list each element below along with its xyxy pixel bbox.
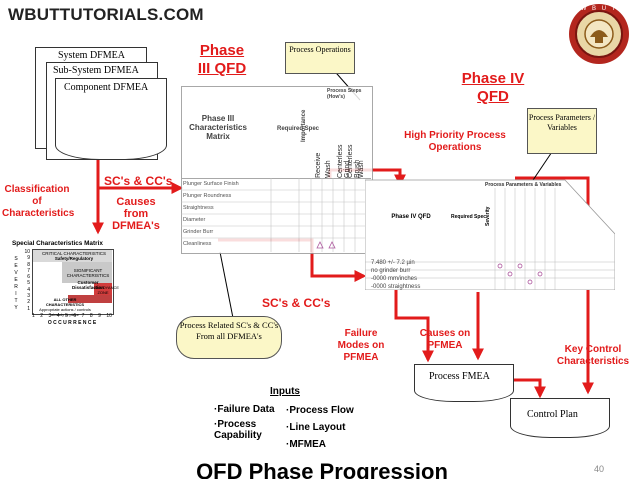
phase3-row-5: Cleanliness [183, 241, 212, 247]
severity-numbers: 10 9 8 7 6 5 4 3 2 1 [24, 249, 30, 312]
phase4-row-1: no grinder burr [371, 268, 411, 274]
process-fmea-doc: Process FMEA [414, 364, 514, 402]
process-fmea-label: Process FMEA [429, 371, 490, 382]
input-process-capability: ·Process Capability [214, 419, 262, 441]
label-high-priority: High Priority Process Operations [404, 130, 506, 153]
label-sc-cc-1: SC's & CC's [104, 174, 173, 188]
slide-title: QFD Phase Progression [196, 459, 448, 479]
phase3-col-0: Receive [315, 152, 322, 178]
significant-label: SIGNIFICANT CHARACTERISTICS Customer Dis… [66, 268, 110, 290]
phase3-row-3: Diameter [183, 217, 206, 223]
phase4-row-0: 7.480 +/- 7.2 µin [371, 260, 415, 266]
phase3-process-steps: Process Steps (How's) [327, 88, 362, 100]
inputs-title: Inputs [270, 386, 300, 397]
annoyance-label: ANNOYANCE ZONE [94, 285, 120, 295]
component-dfmea-label: Component DFMEA [64, 82, 149, 93]
process-related-callout: Process Related SC's & CC's From all DFM… [176, 316, 282, 359]
control-plan-label: Control Plan [527, 409, 578, 420]
logo-seal-icon [569, 4, 629, 64]
site-title: WBUTTUTORIALS.COM [8, 5, 204, 24]
process-parameters-callout: Process Parameters / Variables [527, 108, 597, 154]
input-failure-data: ·Failure Data [214, 404, 275, 415]
zone-significant [62, 262, 112, 283]
phase3-row-2: Straightness [183, 205, 214, 211]
critical-label: CRITICAL CHARACTERISTICS Safety/Regulato… [41, 251, 107, 261]
phase4-matrix-title: Phase IV QFD [391, 214, 431, 220]
special-characteristics-matrix: Special Characteristics Matrix S E V E R… [12, 240, 124, 328]
input-process-flow: ·Process Flow [286, 405, 354, 416]
zone-annoyance [94, 283, 112, 295]
phase3-matrix-title: Phase III Characteristics Matrix [189, 114, 247, 141]
all-other-label: ALL OTHER CHARACTERISTICS Appropriate ac… [39, 297, 91, 317]
logo: W B U T [568, 3, 630, 65]
phase3-matrix: Phase III Characteristics Matrix Require… [181, 86, 373, 254]
severity-axis: S E V E R I T Y [14, 256, 18, 311]
special-matrix-title: Special Characteristics Matrix [12, 240, 103, 247]
phase3-row-0: Plunger Surface Finish [183, 181, 239, 187]
input-line-layout: ·Line Layout [286, 422, 346, 433]
label-causes-from: Causes from DFMEA's [112, 196, 160, 232]
label-failure-modes: Failure Modes on PFMEA [337, 328, 385, 363]
phase4-row-2: -0000 mm/inches [371, 276, 418, 282]
phase3-row-4: Grinder Burr [183, 229, 214, 235]
occurrence-axis: O C C U R R E N C E [47, 320, 97, 326]
label-key-control: Key Control Characteristics [556, 344, 630, 367]
label-causes-on: Causes on PFMEA [419, 328, 471, 351]
phase4-process-params: Process Parameters & Variables [485, 182, 562, 188]
phase4-frame [365, 179, 615, 290]
phase4-row-3: -0000 straightness [371, 284, 421, 290]
phase3-required-spec: Required Spec [277, 126, 320, 132]
subsystem-dfmea-label: Sub-System DFMEA [53, 65, 139, 76]
label-classification: Classification of Characteristics [2, 184, 75, 219]
control-plan-doc: Control Plan [510, 398, 610, 438]
process-operations-callout: Process Operations [285, 42, 355, 74]
occurrence-numbers: 1 2 3 4 5 6 7 8 9 10 [32, 313, 112, 319]
phase3-title: Phase III QFD [197, 42, 247, 77]
phase4-severity: Severity [485, 206, 491, 226]
zone-critical [33, 250, 112, 262]
phase4-title: Phase IV QFD [461, 70, 525, 105]
inputs-left: ·Failure Data ·Process Capability [214, 404, 284, 441]
phase3-col-4: Wash [358, 160, 365, 178]
component-dfmea-doc: Component DFMEA [55, 78, 167, 160]
phase4-required-spec: Required Spec [451, 214, 487, 220]
phase3-grid [181, 178, 371, 252]
phase3-col-1: Wash [325, 160, 332, 178]
label-sc-cc-2: SC's & CC's [262, 296, 331, 310]
phase3-row-1: Plunger Roundness [183, 193, 232, 199]
system-dfmea-label: System DFMEA [58, 50, 125, 61]
inputs-right: ·Process Flow ·Line Layout ·MFMEA [286, 402, 376, 453]
logo-text: W B U T [580, 6, 618, 12]
phase4-matrix: Process Parameters & Variables Phase IV … [365, 178, 615, 290]
page-number: 40 [594, 464, 605, 474]
phase3-importance: Importance [301, 109, 307, 142]
zone-annoyance-ext [68, 295, 112, 303]
input-mfmea: ·MFMEA [286, 439, 326, 450]
